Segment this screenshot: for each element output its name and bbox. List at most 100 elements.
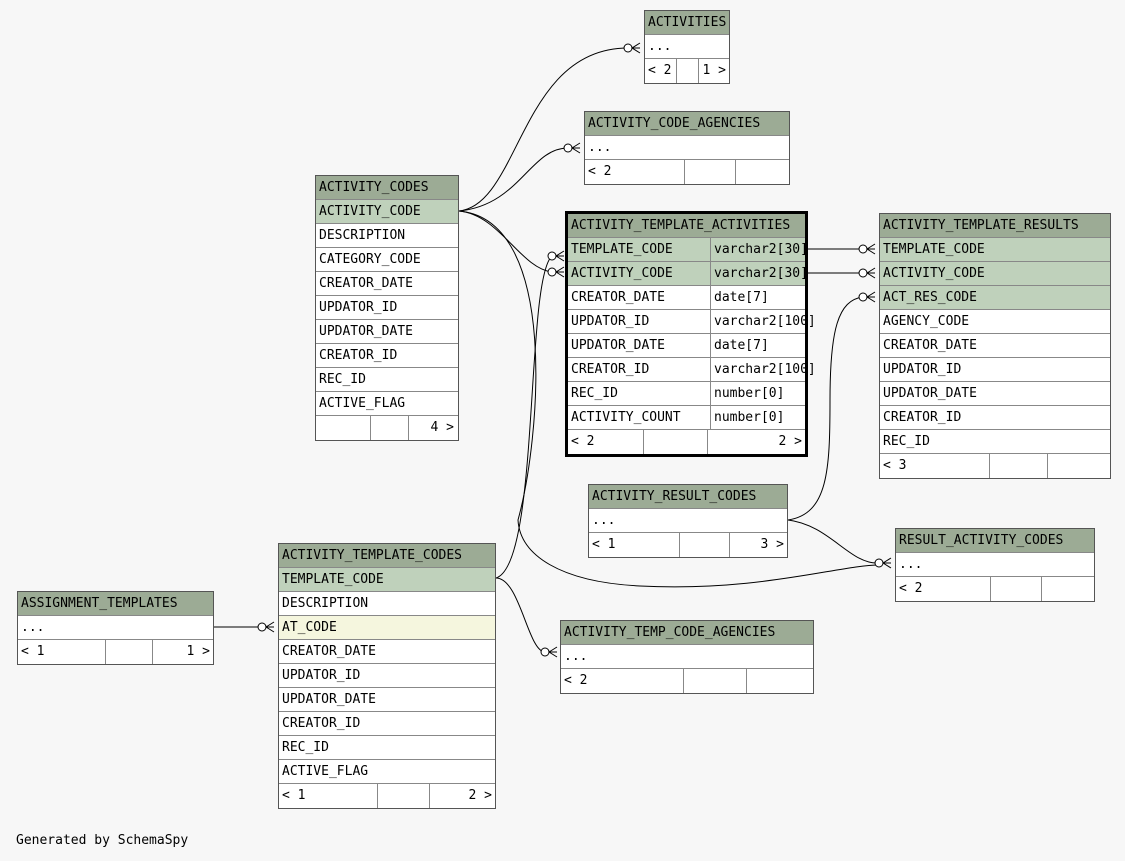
column-name: ACTIVITY_CODE xyxy=(319,204,421,219)
child-count: 4 > xyxy=(430,420,454,435)
column-name: CREATOR_DATE xyxy=(282,644,376,659)
column-name: ... xyxy=(648,39,672,54)
parent-count: < 3 xyxy=(880,454,990,478)
table-footer: 4 > xyxy=(316,416,458,440)
table-activity-template-results[interactable]: ACTIVITY_TEMPLATE_RESULTS TEMPLATE_CODE AC… xyxy=(879,213,1111,479)
table-result-activity-codes[interactable]: RESULT_ACTIVITY_CODES... < 2 xyxy=(895,528,1095,602)
table-footer: < 2 xyxy=(561,669,813,693)
column-type: varchar2[100] xyxy=(710,310,816,333)
column-name: CREATOR_ID xyxy=(319,348,398,363)
crowfoot-marker xyxy=(563,142,581,154)
footer-spacer xyxy=(680,533,730,557)
table-column-row: ACT_RES_CODE xyxy=(880,286,1110,310)
column-name: ... xyxy=(899,557,923,572)
column-name: ... xyxy=(21,620,45,635)
column-type: date[7] xyxy=(710,286,805,309)
child-count xyxy=(747,669,813,693)
column-type: varchar2[30] xyxy=(710,262,808,285)
table-column-row: ACTIVITY_CODE xyxy=(880,262,1110,286)
table-column-row: ... xyxy=(645,35,729,59)
table-activity-temp-code-agencies[interactable]: ACTIVITY_TEMP_CODE_AGENCIES... < 2 xyxy=(560,620,814,694)
column-name: ... xyxy=(564,649,588,664)
column-name: AGENCY_CODE xyxy=(883,314,970,329)
footer-spacer xyxy=(378,784,430,808)
column-name: ... xyxy=(588,140,612,155)
column-name: CREATOR_DATE xyxy=(571,290,665,305)
crowfoot-marker xyxy=(623,42,641,54)
relationship-line xyxy=(458,210,880,588)
table-column-row: ... xyxy=(896,553,1094,577)
footer-spacer xyxy=(371,416,409,440)
table-column-row: CREATOR_DATE xyxy=(880,334,1110,358)
footer-spacer xyxy=(685,160,736,184)
column-name: UPDATOR_ID xyxy=(571,314,650,329)
child-count xyxy=(736,160,789,184)
crowfoot-marker xyxy=(874,557,892,569)
table-activity-code-agencies[interactable]: ACTIVITY_CODE_AGENCIES...< 2 xyxy=(584,111,790,185)
footer-spacer xyxy=(684,669,747,693)
table-header: ACTIVITY_TEMPLATE_RESULTS xyxy=(880,214,1110,238)
table-column-row: DESCRIPTION xyxy=(316,224,458,248)
table-header: RESULT_ACTIVITY_CODES xyxy=(896,529,1094,553)
column-name: UPDATOR_DATE xyxy=(883,386,977,401)
table-footer: < 2 xyxy=(896,577,1094,601)
footer-spacer xyxy=(990,454,1048,478)
column-type: varchar2[30] xyxy=(710,238,808,261)
table-column-row: ACTIVITY_CODE xyxy=(316,200,458,224)
table-column-row: ACTIVE_FLAG xyxy=(279,760,495,784)
table-column-row: ACTIVE_FLAG xyxy=(316,392,458,416)
relationship-line xyxy=(495,577,546,653)
column-name: UPDATOR_ID xyxy=(282,668,361,683)
column-name: DESCRIPTION xyxy=(282,596,369,611)
table-column-row: ... xyxy=(589,509,787,533)
table-footer: < 2 1 > xyxy=(645,59,729,83)
crowfoot-marker xyxy=(858,267,876,279)
column-name: TEMPLATE_CODE xyxy=(282,572,384,587)
child-count: 1 > xyxy=(186,644,210,659)
parent-count: < 2 xyxy=(568,430,644,454)
relationship-line xyxy=(495,255,553,579)
column-name: REC_ID xyxy=(319,372,366,387)
table-column-row: CREATOR_ID xyxy=(279,712,495,736)
column-name: AT_CODE xyxy=(282,620,337,635)
table-column-row: CREATOR_ID xyxy=(880,406,1110,430)
table-column-row: UPDATOR_ID xyxy=(316,296,458,320)
crowfoot-marker xyxy=(858,243,876,255)
parent-count: < 1 xyxy=(589,533,680,557)
child-count: 1 > xyxy=(702,63,726,78)
column-name: ACTIVE_FLAG xyxy=(282,764,369,779)
relationship-line xyxy=(787,296,864,521)
table-column-row: UPDATOR_ID varchar2[100] xyxy=(568,310,816,334)
parent-count: < 1 xyxy=(279,784,378,808)
table-column-row: CREATOR_ID xyxy=(316,344,458,368)
column-name: UPDATOR_DATE xyxy=(571,338,665,353)
column-name: REC_ID xyxy=(571,386,618,401)
column-type: varchar2[100] xyxy=(710,358,816,381)
parent-count: < 2 xyxy=(645,59,677,83)
table-column-row: DESCRIPTION xyxy=(279,592,495,616)
table-column-row: AGENCY_CODE xyxy=(880,310,1110,334)
column-name: CREATOR_DATE xyxy=(883,338,977,353)
column-name: ACTIVITY_CODE xyxy=(883,266,985,281)
table-header: ACTIVITY_TEMP_CODE_AGENCIES xyxy=(561,621,813,645)
column-type: number[0] xyxy=(710,382,805,405)
table-column-row: UPDATOR_DATE xyxy=(279,688,495,712)
table-column-row: TEMPLATE_CODE xyxy=(279,568,495,592)
column-name: TEMPLATE_CODE xyxy=(883,242,985,257)
table-column-row: UPDATOR_DATE xyxy=(316,320,458,344)
table-column-row: ... xyxy=(585,136,789,160)
table-column-row: REC_ID xyxy=(880,430,1110,454)
table-column-row: REC_ID number[0] xyxy=(568,382,805,406)
relationship-line xyxy=(458,47,629,212)
